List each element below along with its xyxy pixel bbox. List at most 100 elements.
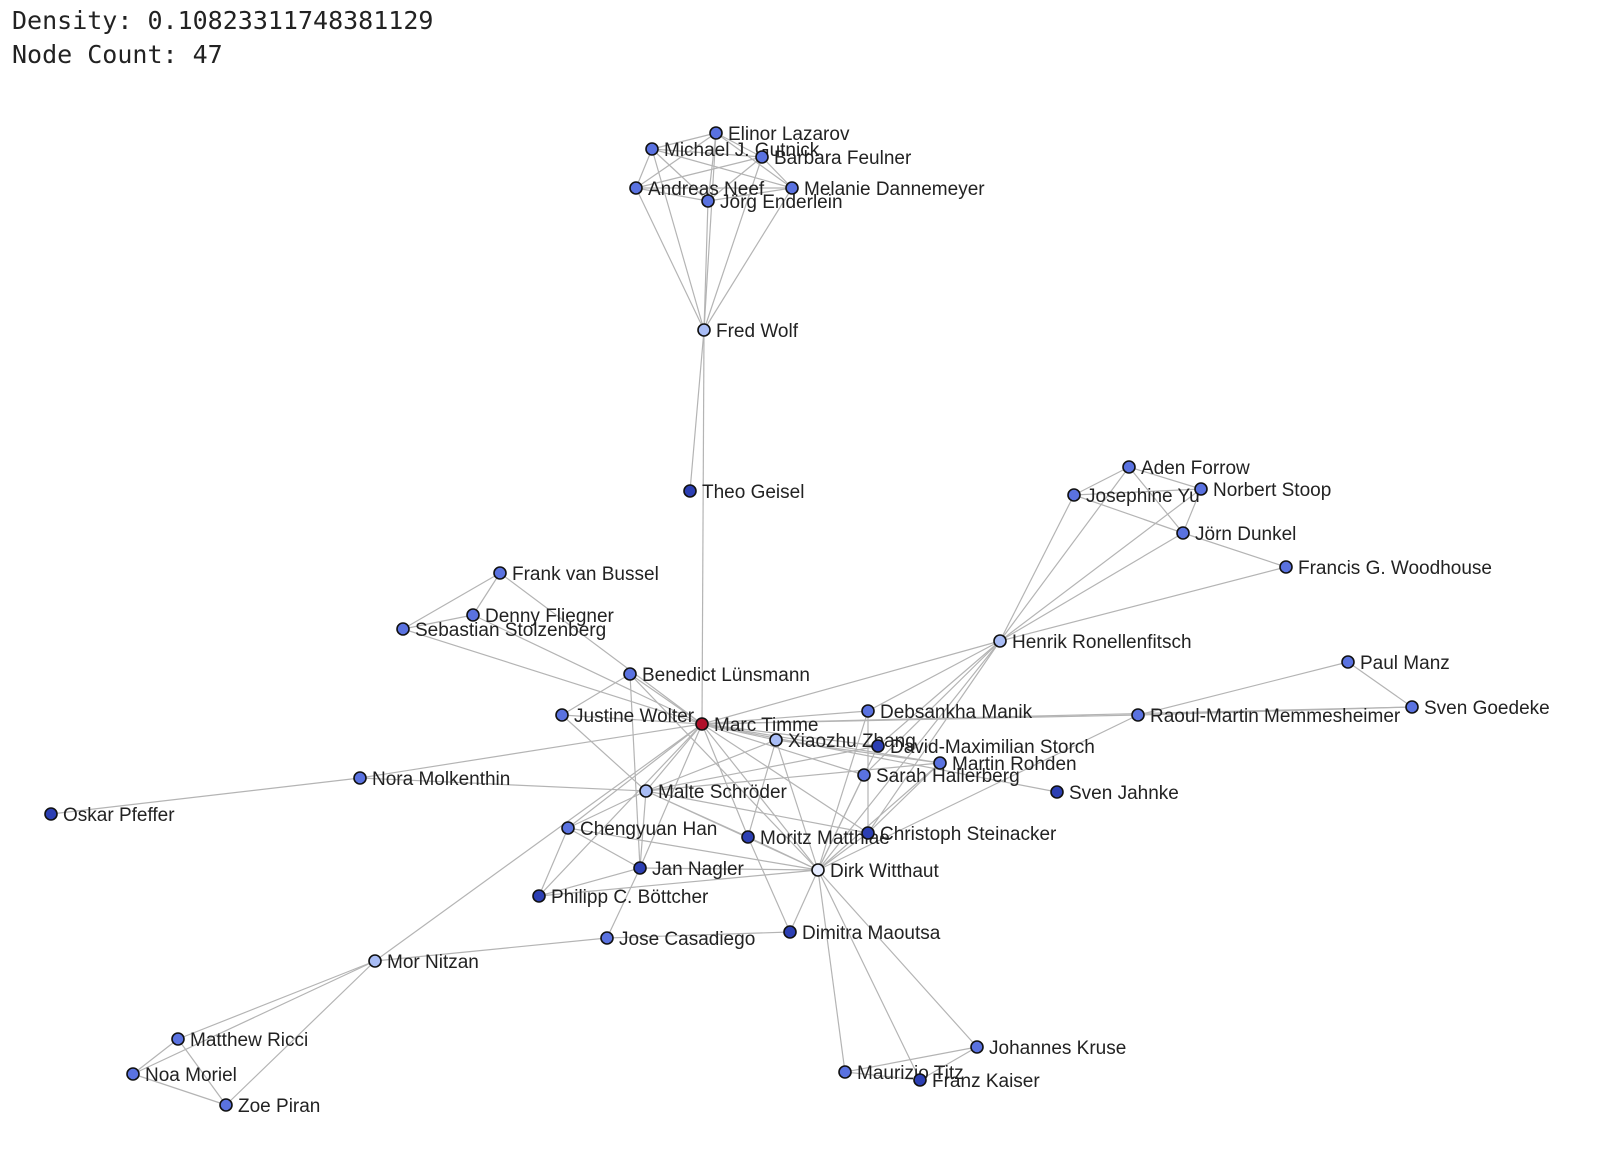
edge-martin_rohden-dirk_witthaut	[817, 762, 941, 871]
node-marker[interactable]	[219, 1098, 233, 1112]
node-theo_geisel[interactable]: Theo Geisel	[683, 482, 804, 503]
node-marker[interactable]	[633, 861, 647, 875]
node-sven_jahnke[interactable]: Sven Jahnke	[1050, 783, 1179, 804]
node-marker[interactable]	[645, 142, 659, 156]
node-marker[interactable]	[933, 756, 947, 770]
node-label: Denny Fliegner	[485, 606, 615, 627]
node-aden_forrow[interactable]: Aden Forrow	[1122, 458, 1250, 479]
node-marker[interactable]	[1194, 482, 1208, 496]
node-michael_gutnick[interactable]: Michael J. Gutnick	[645, 140, 820, 161]
edge-benedict_lunsmann-jan_nagler	[629, 673, 641, 869]
node-marker[interactable]	[171, 1032, 185, 1046]
node-marker[interactable]	[126, 1067, 140, 1081]
edge-martin_rohden-malte_schroder	[645, 762, 941, 792]
node-moritz_matthiae[interactable]: Moritz Matthiae	[741, 828, 890, 849]
node-marker[interactable]	[561, 821, 575, 835]
node-marker[interactable]	[1131, 708, 1145, 722]
node-marker[interactable]	[555, 708, 569, 722]
node-marker[interactable]	[1279, 560, 1293, 574]
node-marker[interactable]	[466, 608, 480, 622]
node-marker[interactable]	[783, 925, 797, 939]
node-paul_manz[interactable]: Paul Manz	[1341, 653, 1450, 674]
node-denny_fliegner[interactable]: Denny Fliegner	[466, 606, 615, 627]
node-marker[interactable]	[701, 194, 715, 208]
node-maurizio_titz[interactable]: Maurizio Titz	[838, 1063, 964, 1084]
node-noa_moriel[interactable]: Noa Moriel	[126, 1065, 237, 1086]
node-franz_kaiser[interactable]: Franz Kaiser	[913, 1071, 1040, 1092]
node-mor_nitzan[interactable]: Mor Nitzan	[368, 952, 479, 973]
node-josephine_yu[interactable]: Josephine Yu	[1067, 486, 1200, 507]
node-jorg_enderlein[interactable]: Jörg Enderlein	[701, 192, 843, 213]
node-marker[interactable]	[970, 1040, 984, 1054]
node-marker[interactable]	[623, 667, 637, 681]
node-marker[interactable]	[44, 807, 58, 821]
node-sven_goedeke[interactable]: Sven Goedeke	[1405, 698, 1550, 719]
node-francis_woodhouse[interactable]: Francis G. Woodhouse	[1279, 558, 1492, 579]
node-debsankha_manik[interactable]: Debsankha Manik	[861, 702, 1033, 723]
node-marker[interactable]	[861, 826, 875, 840]
node-oskar_pfeffer[interactable]: Oskar Pfeffer	[44, 805, 175, 826]
node-marker[interactable]	[769, 733, 783, 747]
node-marker[interactable]	[1341, 655, 1355, 669]
node-marker[interactable]	[493, 566, 507, 580]
node-johannes_kruse[interactable]: Johannes Kruse	[970, 1038, 1126, 1059]
edge-marc_timme-david_storch	[701, 723, 879, 747]
node-marker[interactable]	[785, 181, 799, 195]
node-nora_molkenthin[interactable]: Nora Molkenthin	[353, 769, 510, 790]
node-marker[interactable]	[861, 704, 875, 718]
node-chengyuan_han[interactable]: Chengyuan Han	[561, 819, 717, 840]
node-marker[interactable]	[353, 771, 367, 785]
node-zoe_piran[interactable]: Zoe Piran	[219, 1096, 320, 1117]
node-christoph_steinacker[interactable]: Christoph Steinacker	[861, 824, 1057, 845]
node-frank_van_bussel[interactable]: Frank van Bussel	[493, 564, 659, 585]
node-marker[interactable]	[639, 784, 653, 798]
node-marker[interactable]	[697, 323, 711, 337]
node-marker[interactable]	[913, 1073, 927, 1087]
node-marker[interactable]	[1122, 460, 1136, 474]
node-marker[interactable]	[1067, 488, 1081, 502]
node-melanie_dannemeyer[interactable]: Melanie Dannemeyer	[785, 179, 985, 200]
node-philipp_bottcher[interactable]: Philipp C. Böttcher	[532, 887, 709, 908]
node-marker[interactable]	[1176, 526, 1190, 540]
node-barbara_feulner[interactable]: Barbara Feulner	[755, 148, 912, 169]
node-raoul_memmesheimer[interactable]: Raoul-Martin Memmesheimer	[1131, 706, 1401, 727]
node-justine_wolter[interactable]: Justine Wolter	[555, 706, 695, 727]
node-marker[interactable]	[741, 830, 755, 844]
node-marc_timme[interactable]: Marc Timme	[695, 715, 819, 736]
node-marker[interactable]	[368, 954, 382, 968]
node-matthew_ricci[interactable]: Matthew Ricci	[171, 1030, 308, 1051]
node-malte_schroder[interactable]: Malte Schröder	[639, 782, 788, 803]
node-marker[interactable]	[532, 889, 546, 903]
node-dimitra_maoutsa[interactable]: Dimitra Maoutsa	[783, 923, 941, 944]
node-marker[interactable]	[871, 739, 885, 753]
node-dirk_witthaut[interactable]: Dirk Witthaut	[811, 861, 939, 882]
node-david_storch[interactable]: David-Maximilian Storch	[871, 737, 1095, 758]
node-marker[interactable]	[600, 931, 614, 945]
node-jan_nagler[interactable]: Jan Nagler	[633, 859, 745, 880]
node-fred_wolf[interactable]: Fred Wolf	[697, 321, 799, 342]
node-norbert_stoop[interactable]: Norbert Stoop	[1194, 480, 1331, 501]
node-marker[interactable]	[755, 150, 769, 164]
node-marker[interactable]	[811, 863, 825, 877]
node-elinor_lazarov[interactable]: Elinor Lazarov	[709, 124, 850, 145]
node-sebastian_stolzenberg[interactable]: Sebastian Stolzenberg	[396, 620, 606, 641]
node-marker[interactable]	[709, 126, 723, 140]
node-marker[interactable]	[838, 1065, 852, 1079]
node-sarah_hallerberg[interactable]: Sarah Hallerberg	[857, 766, 1020, 787]
node-marker[interactable]	[695, 717, 709, 731]
node-marker[interactable]	[993, 634, 1007, 648]
node-marker[interactable]	[683, 484, 697, 498]
node-marker[interactable]	[1405, 700, 1419, 714]
node-jorn_dunkel[interactable]: Jörn Dunkel	[1176, 524, 1296, 545]
node-marker[interactable]	[396, 622, 410, 636]
edge-johannes_kruse-maurizio_titz	[844, 1046, 978, 1073]
node-martin_rohden[interactable]: Martin Rohden	[933, 754, 1077, 775]
node-henrik_ronellenfitsch[interactable]: Henrik Ronellenfitsch	[993, 632, 1192, 653]
node-marker[interactable]	[629, 181, 643, 195]
node-marker[interactable]	[1050, 785, 1064, 799]
node-benedict_lunsmann[interactable]: Benedict Lünsmann	[623, 665, 810, 686]
node-andreas_neef[interactable]: Andreas Neef	[629, 179, 765, 200]
node-marker[interactable]	[857, 768, 871, 782]
node-jose_casadiego[interactable]: Jose Casadiego	[600, 929, 755, 950]
